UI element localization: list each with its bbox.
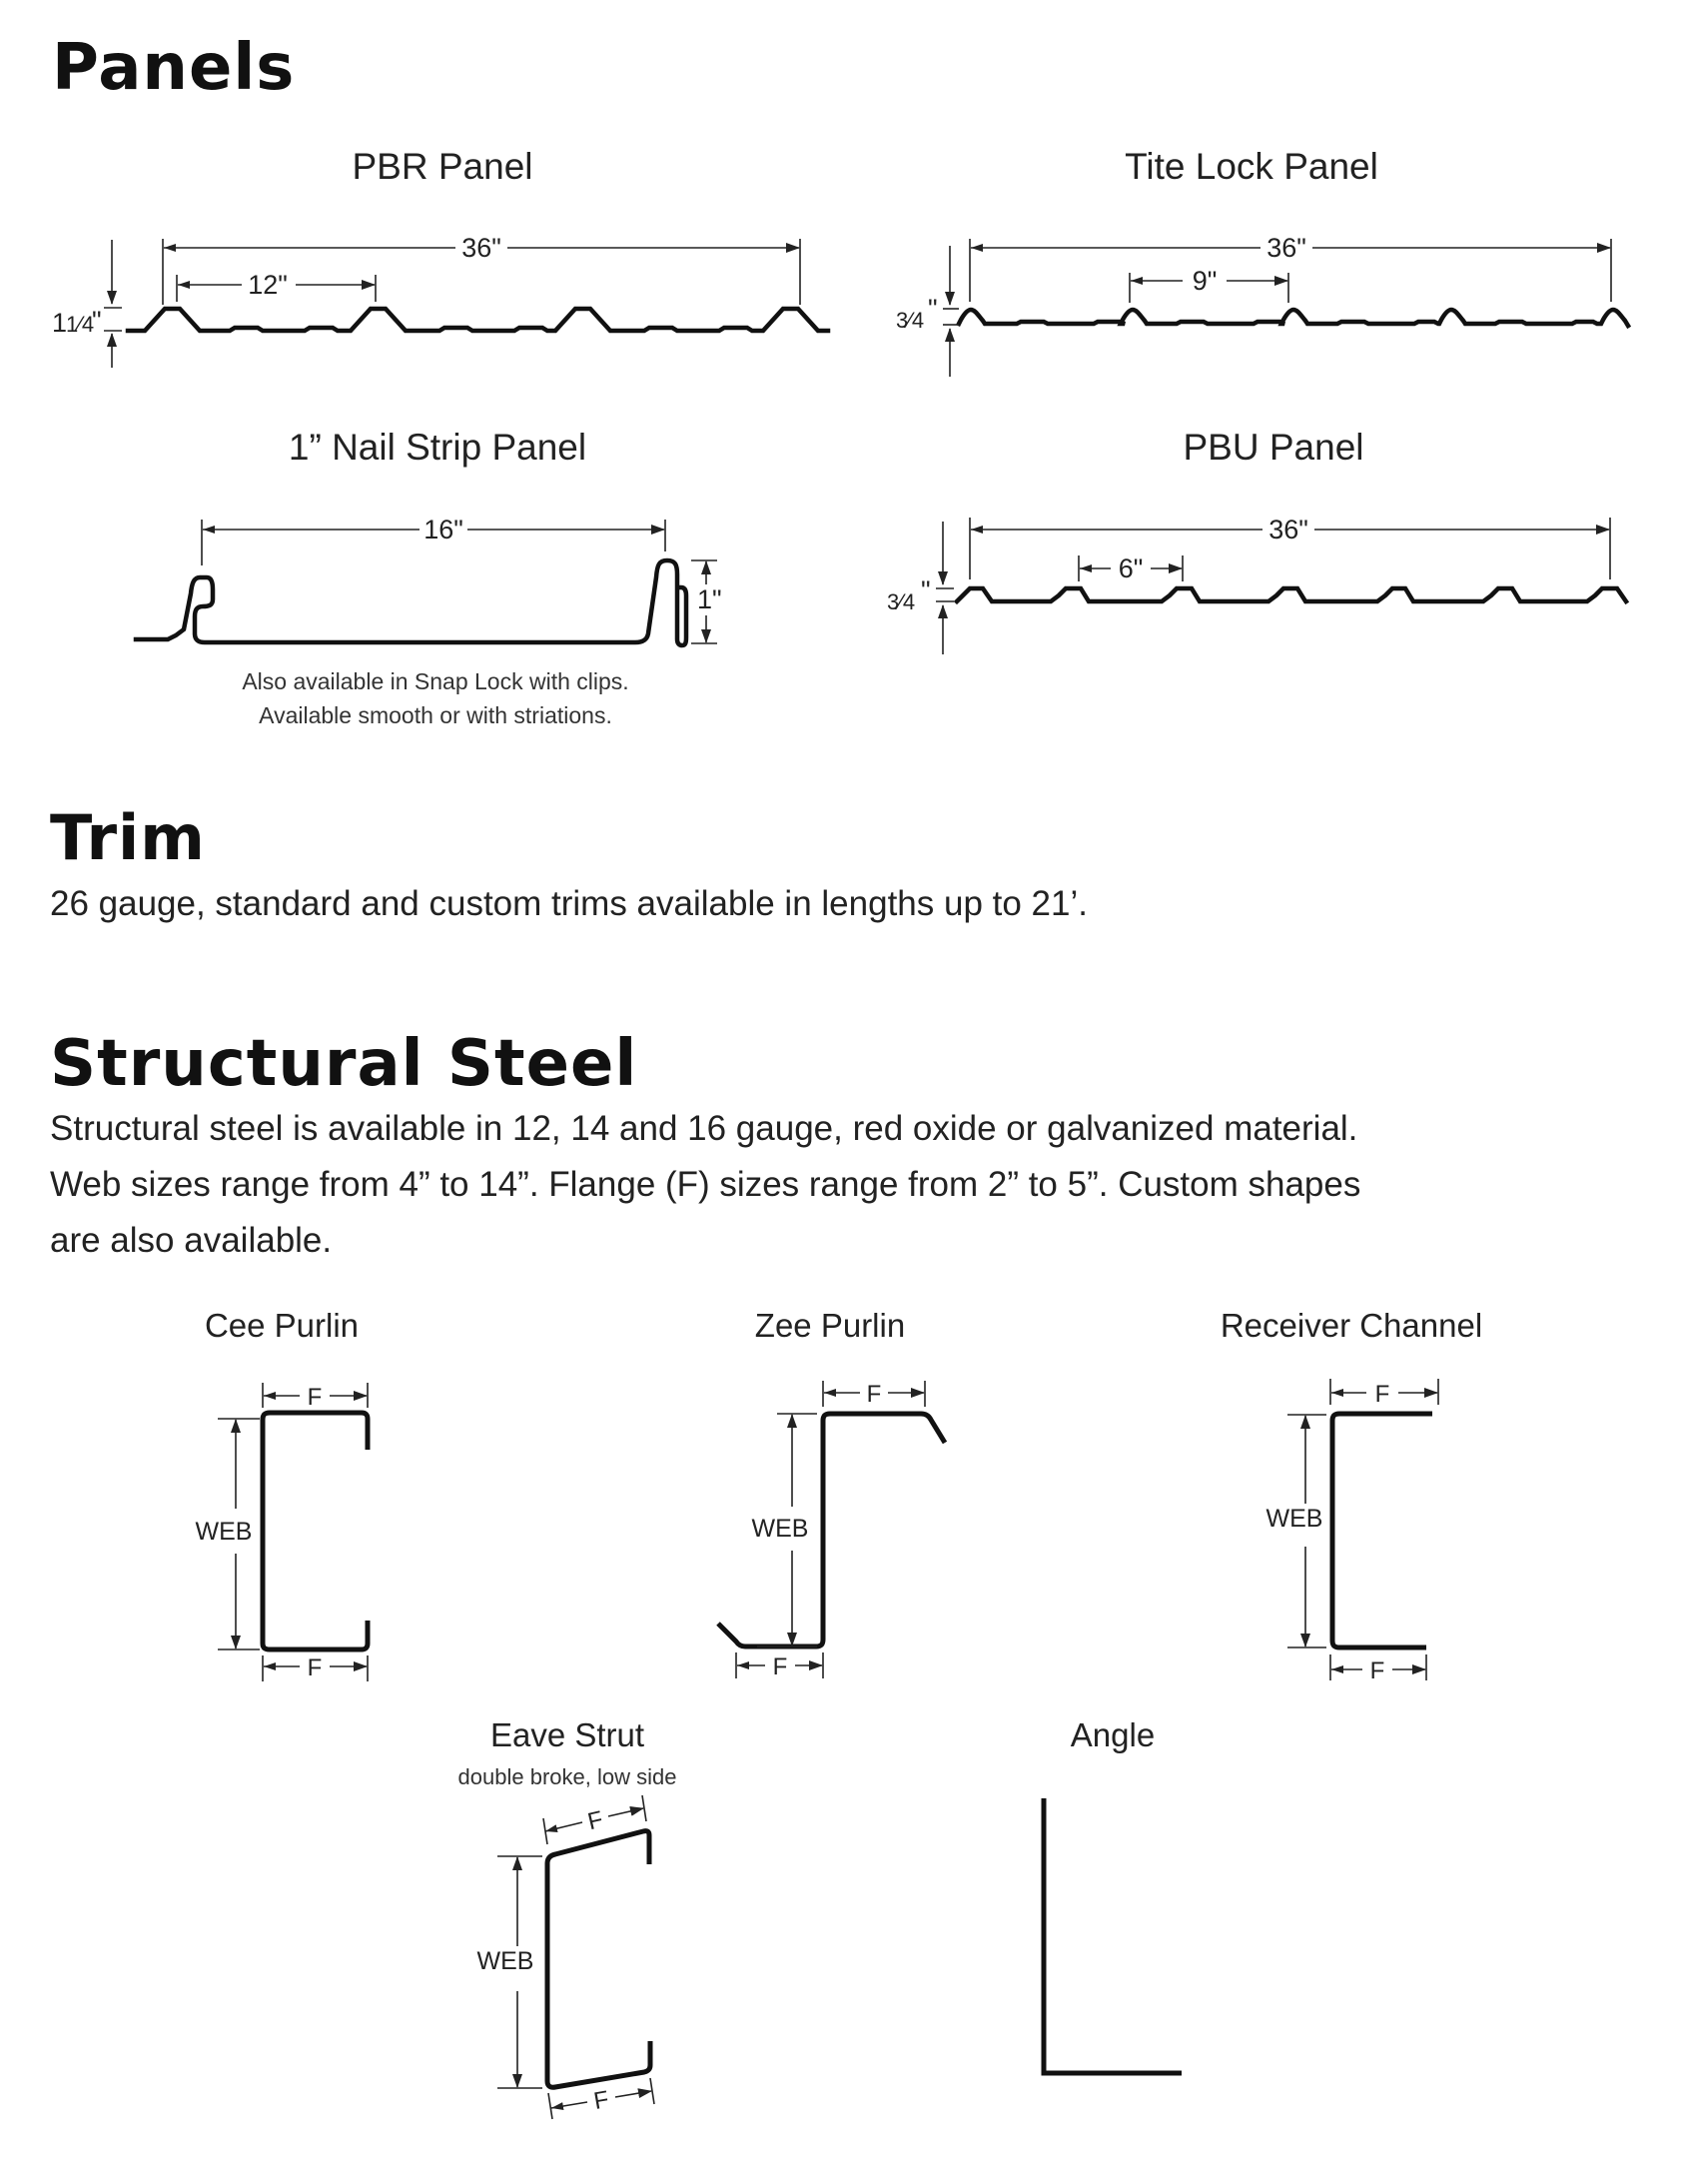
panels-heading: Panels — [52, 31, 296, 105]
cee-bottom-flange-label: F — [308, 1654, 323, 1681]
zee-purlin-profile — [716, 1411, 948, 1649]
structural-line-2: Web sizes range from 4” to 14”. Flange (… — [50, 1165, 1361, 1204]
trim-description: 26 gauge, standard and custom trims avai… — [50, 884, 1088, 923]
nail-strip-note-line2: Available smooth or with striations. — [259, 702, 612, 728]
zee-bottom-flange-label: F — [773, 1653, 788, 1680]
tite-lock-panel-diagram: 36" 9" 3⁄4 " — [896, 233, 1632, 377]
zee-purlin-diagram: F F WEB — [716, 1381, 948, 1680]
eave-strut-title: Eave Strut — [489, 1716, 645, 1753]
cee-purlin-diagram: F F WEB — [196, 1383, 371, 1681]
structural-steel-heading: Structural Steel — [50, 1027, 638, 1101]
pbu-width-label: 36" — [1268, 515, 1308, 545]
cee-purlin-title: Cee Purlin — [204, 1307, 360, 1344]
eave-bottom-flange-line-left — [550, 2101, 588, 2110]
receiver-bottom-flange-label: F — [1370, 1657, 1385, 1684]
pbr-height-whole: 1 — [52, 308, 67, 338]
eave-strut-subtitle: double broke, low side — [457, 1764, 677, 1789]
structural-line-3: are also available. — [50, 1221, 333, 1260]
pbr-panel-title: PBR Panel — [352, 146, 533, 187]
receiver-channel-diagram: F F WEB — [1266, 1379, 1439, 1684]
pbr-height-fraction: 1⁄4 — [66, 312, 94, 337]
eave-top-flange-ext-right — [641, 1794, 647, 1822]
structural-steel-description: Structural steel is available in 12, 14 … — [50, 1101, 1360, 1269]
receiver-web-label: WEB — [1266, 1505, 1323, 1533]
pbu-panel-profile — [953, 585, 1630, 605]
nail-strip-note-line1: Also available in Snap Lock with clips. — [242, 668, 629, 694]
angle-diagram — [1041, 1798, 1182, 2076]
zee-purlin-title: Zee Purlin — [754, 1307, 906, 1344]
receiver-channel-title: Receiver Channel — [1220, 1307, 1483, 1344]
nail-strip-height-label: 1" — [697, 584, 722, 614]
pbr-panel-diagram: 36" 12" 1 1⁄4 " — [52, 233, 831, 368]
receiver-top-flange-label: F — [1375, 1381, 1390, 1408]
receiver-channel-profile — [1329, 1411, 1432, 1650]
pbu-spacing-label: 6" — [1119, 553, 1144, 583]
pbr-height-unit: " — [92, 306, 102, 336]
tite-lock-height-fraction: 3⁄4 — [896, 308, 924, 333]
nail-strip-panel-profile — [133, 557, 689, 648]
nail-strip-width-label: 16" — [423, 515, 463, 545]
trim-heading: Trim — [50, 801, 206, 874]
cee-top-flange-label: F — [308, 1384, 323, 1411]
pbr-spacing-label: 12" — [248, 270, 288, 300]
pbu-panel-diagram: 36" 6" 3⁄4 " — [887, 515, 1630, 654]
zee-web-label: WEB — [752, 1515, 809, 1543]
eave-strut-profile — [544, 1828, 653, 2090]
eave-web-label: WEB — [477, 1947, 534, 1975]
pbu-height-fraction: 3⁄4 — [887, 589, 915, 614]
tite-lock-spacing-label: 9" — [1193, 266, 1218, 296]
cee-purlin-profile — [260, 1410, 371, 1652]
eave-top-flange-label: F — [585, 1806, 605, 1836]
structural-line-1: Structural steel is available in 12, 14 … — [50, 1109, 1358, 1148]
pbr-panel-profile — [125, 306, 831, 334]
eave-bottom-flange-ext-left — [547, 2092, 553, 2120]
eave-bottom-flange-line-right — [614, 2088, 652, 2099]
eave-top-flange-line-left — [544, 1821, 583, 1833]
tite-lock-width-label: 36" — [1266, 233, 1306, 263]
tite-lock-panel-title: Tite Lock Panel — [1125, 146, 1378, 187]
angle-profile — [1041, 1798, 1182, 2076]
eave-bottom-flange-ext-right — [649, 2077, 655, 2105]
pbr-width-label: 36" — [461, 233, 501, 263]
zee-top-flange-label: F — [867, 1381, 882, 1408]
tite-lock-height-unit: " — [928, 294, 938, 324]
eave-bottom-flange-label: F — [592, 2086, 611, 2115]
nail-strip-panel-diagram: 16" 1" — [133, 515, 722, 648]
pbu-panel-title: PBU Panel — [1183, 427, 1364, 468]
tite-lock-panel-profile — [955, 307, 1632, 330]
nail-strip-panel-title: 1” Nail Strip Panel — [288, 427, 587, 468]
eave-top-flange-line-right — [607, 1806, 644, 1817]
pbu-height-unit: " — [921, 575, 931, 605]
cee-web-label: WEB — [196, 1518, 253, 1546]
angle-title: Angle — [1070, 1716, 1156, 1753]
eave-strut-diagram: F F WEB — [477, 1794, 655, 2120]
nail-strip-note: Also available in Snap Lock with clips. … — [186, 664, 685, 732]
